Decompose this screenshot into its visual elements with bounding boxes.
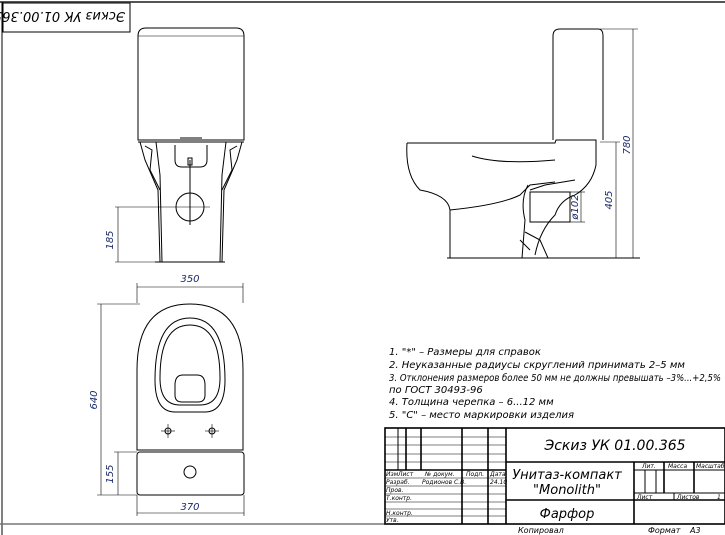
hdr-izm: Изм xyxy=(386,471,399,478)
note-3: 3. Отклонения размеров более 50 мм не до… xyxy=(389,372,721,384)
hdr-sign: Подп. xyxy=(466,471,484,478)
title-block: Эскиз УК 01.00.365 Унитаз-компакт "Monol… xyxy=(384,427,725,535)
hdr-doc-no: № докум. xyxy=(424,471,455,478)
copied-label: Копировал xyxy=(518,526,564,535)
hdr-scale: Масштаб xyxy=(696,463,725,470)
note-3-cont: по ГОСТ 30493-96 xyxy=(389,385,483,396)
hdr-date: Дата xyxy=(489,471,506,478)
dim-405: 405 xyxy=(604,190,615,209)
note-2: 2. Неуказанные радиусы скруглений приним… xyxy=(389,360,685,371)
dim-d102: ø102 xyxy=(570,194,581,220)
dim-350: 350 xyxy=(180,274,199,285)
dim-185: 185 xyxy=(105,230,116,249)
dim-155: 155 xyxy=(105,464,116,483)
hdr-sheets: Листов xyxy=(676,494,700,501)
developer-name: Родионов С.В. xyxy=(422,479,466,486)
note-1: 1. "*" – Размеры для справок xyxy=(389,347,541,358)
hdr-list: Лист xyxy=(397,471,414,478)
role-nkontr: Н.контр. xyxy=(386,510,413,517)
hdr-mass: Масса xyxy=(668,463,687,470)
hdr-lit: Лит. xyxy=(641,463,656,470)
dim-640: 640 xyxy=(89,390,100,409)
date-value: 24.10 xyxy=(490,479,507,486)
dim-780: 780 xyxy=(622,135,633,154)
hdr-sheet: Лист xyxy=(636,494,653,501)
front-view: 185 xyxy=(105,27,245,263)
top-view: 350 640 155 370 xyxy=(89,274,245,516)
sheets-count: 1 xyxy=(717,494,721,501)
format-label: Формат xyxy=(648,526,681,535)
dim-370: 370 xyxy=(180,502,199,513)
note-5: 5. "С" – место маркировки изделия xyxy=(389,410,574,421)
mount-hole-left xyxy=(161,424,175,438)
role-utv: Утв. xyxy=(386,517,399,524)
role-tkontr: Т.контр. xyxy=(386,495,412,502)
product-model: "Monolith" xyxy=(533,483,601,498)
mirrored-stamp-text: Эскиз УК 01.00.365 xyxy=(0,8,126,23)
product-name: Унитаз-компакт xyxy=(512,468,622,483)
technical-notes: 1. "*" – Размеры для справок 2. Неуказан… xyxy=(389,347,721,421)
side-view: 780 405 ø102 xyxy=(406,28,640,259)
mount-hole-right xyxy=(205,424,219,438)
material: Фарфор xyxy=(540,507,595,522)
note-4: 4. Толщина черепка – 6...12 мм xyxy=(389,397,554,408)
role-razrab: Разраб. xyxy=(386,479,410,486)
role-prov: Пров. xyxy=(386,487,404,494)
mirrored-stamp: Эскиз УК 01.00.365 xyxy=(0,2,131,33)
doc-number: Эскиз УК 01.00.365 xyxy=(543,438,685,454)
format-value: А3 xyxy=(689,526,701,535)
